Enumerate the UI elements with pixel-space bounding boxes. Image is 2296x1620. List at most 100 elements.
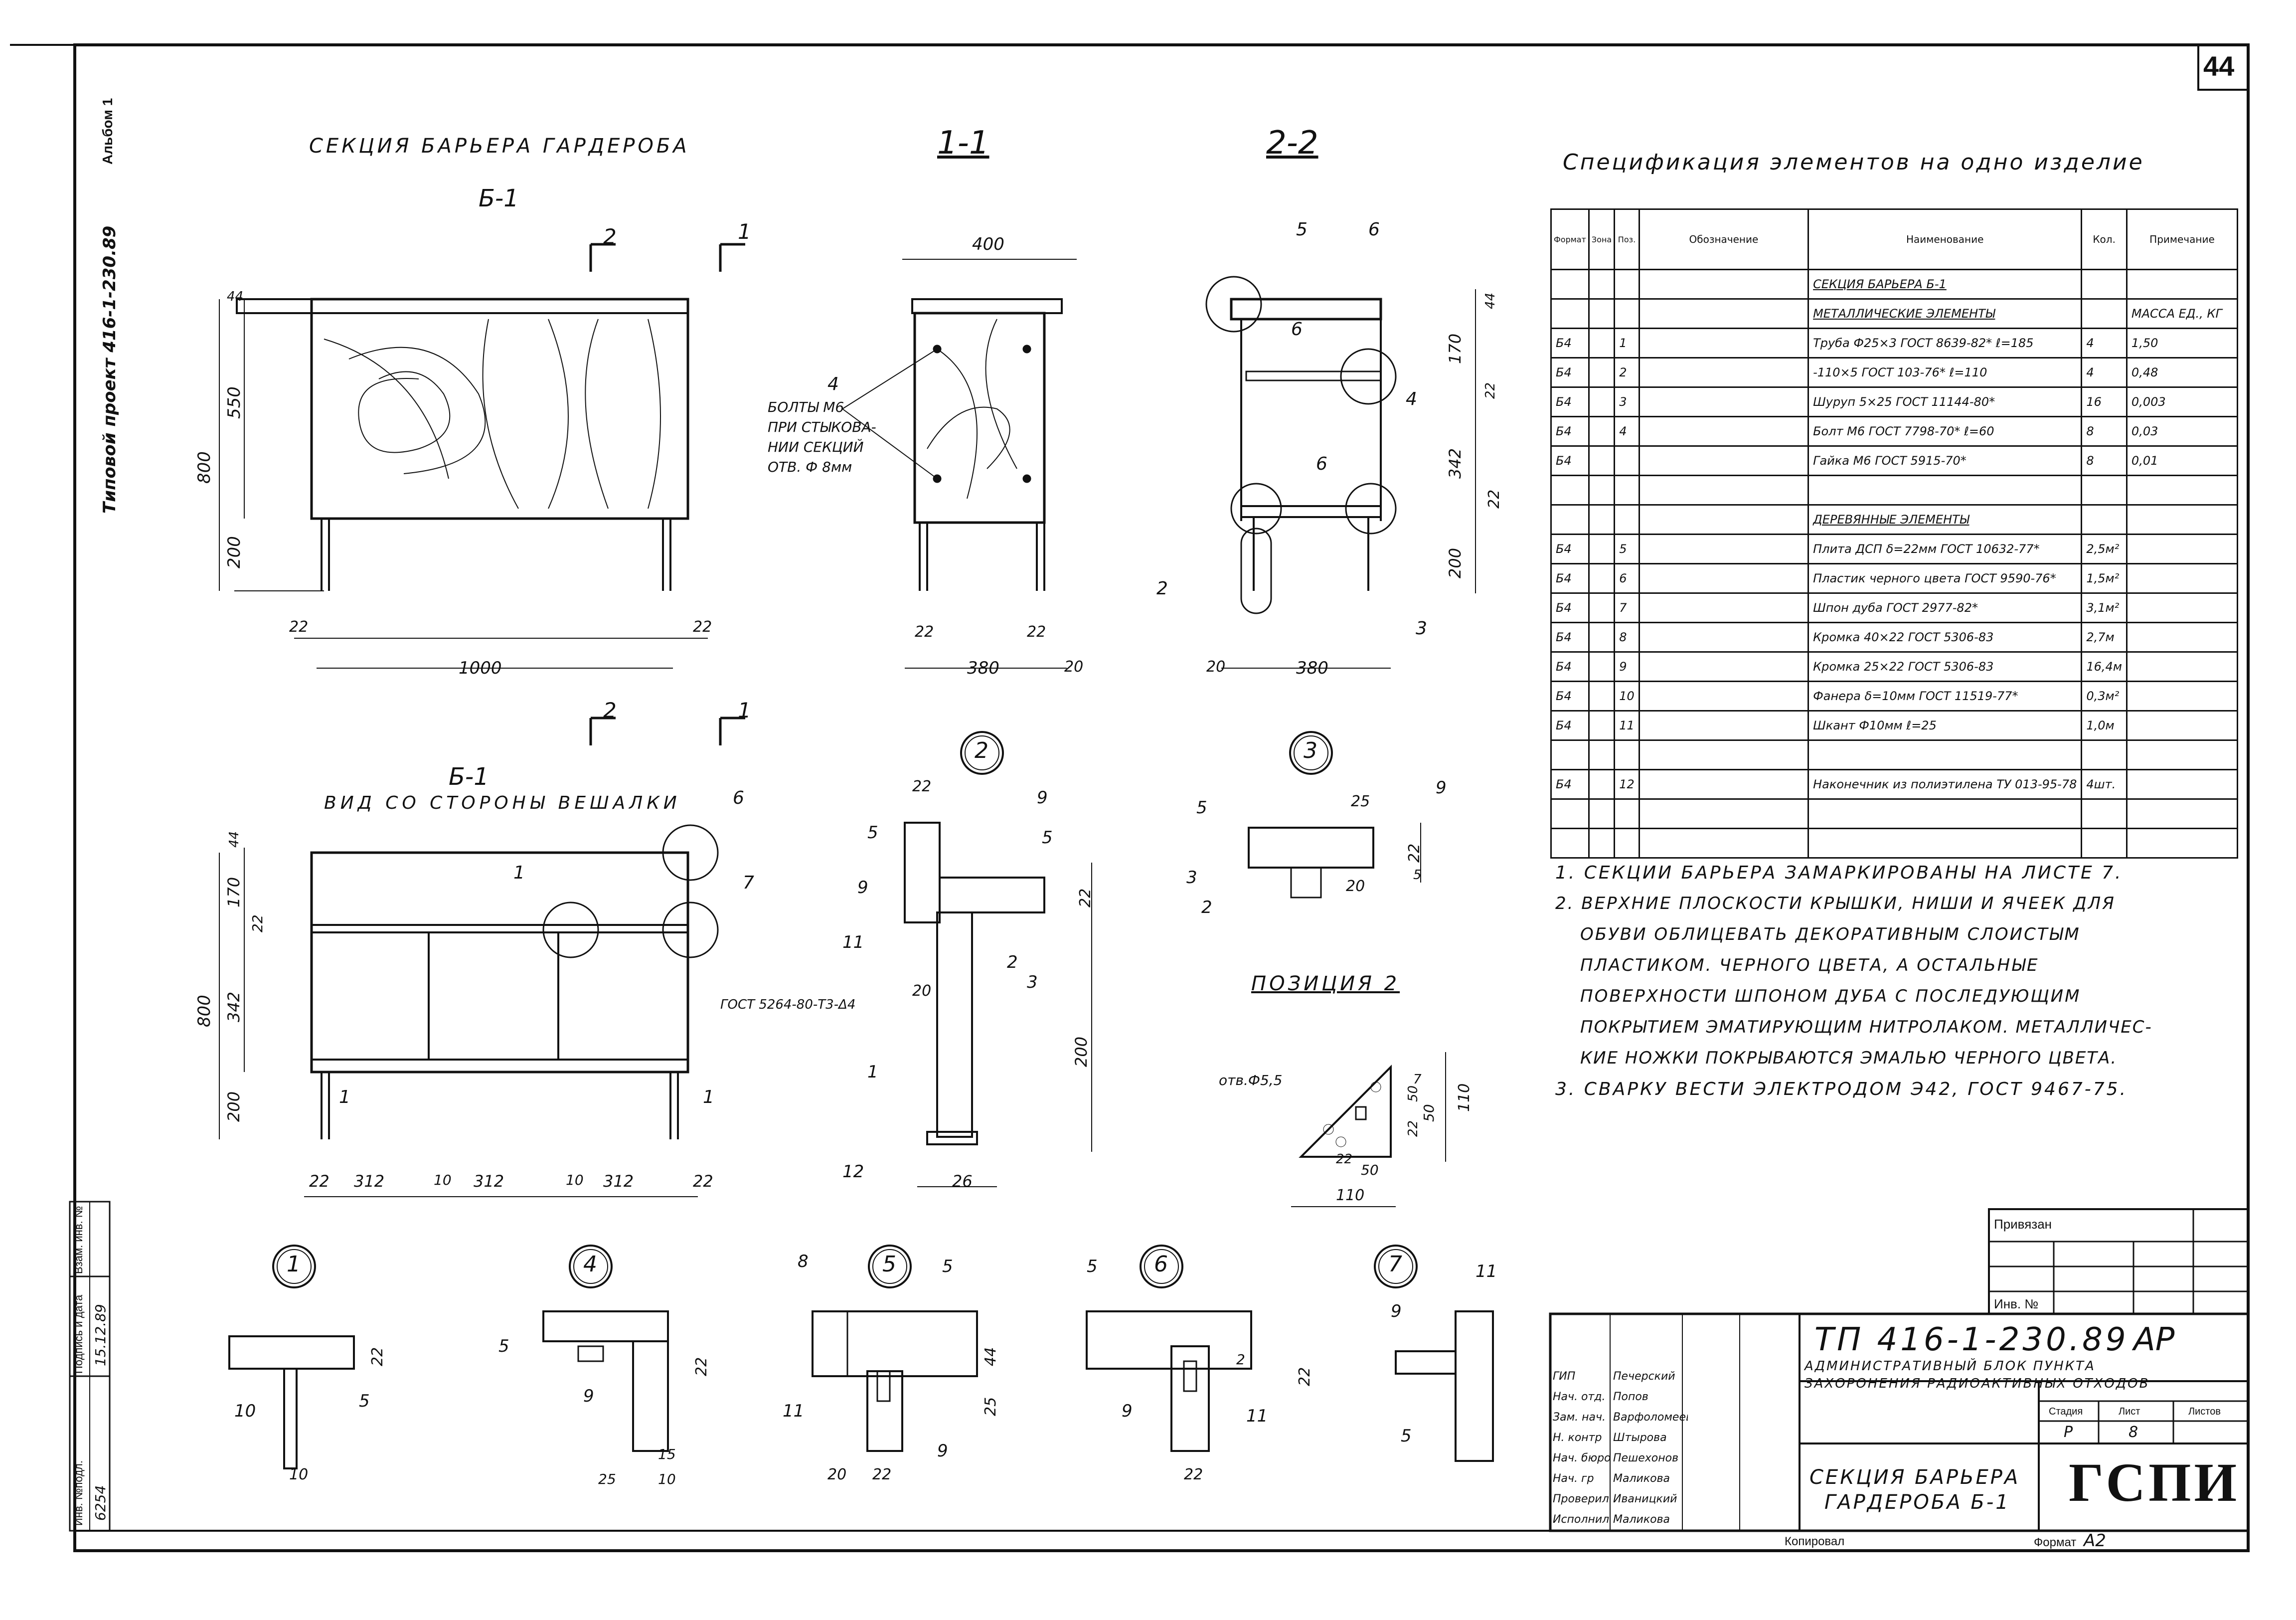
spec-cell-zone <box>1588 504 1616 535</box>
spec-cell-qty <box>2081 798 2128 829</box>
det5-a-dim: 44 <box>982 1347 999 1366</box>
marker-1-bottom: 1 <box>738 698 751 722</box>
det3-d-dim: 5 <box>1413 868 1422 883</box>
doc-mark: АР <box>2133 1321 2175 1358</box>
spec-cell-qty <box>2081 475 2128 506</box>
front-top-dim: 550 <box>224 386 244 419</box>
spec-cell-zone <box>1588 357 1616 388</box>
det3-callout-9: 9 <box>1436 778 1447 798</box>
marker-1-top: 1 <box>738 219 751 244</box>
spec-cell-pos: 11 <box>1614 710 1640 741</box>
det3-callout-5: 5 <box>1196 798 1207 818</box>
front-height-dim: 800 <box>194 451 214 484</box>
det6-b-dim: 2 <box>1236 1351 1245 1368</box>
spec-cell-designation <box>1638 739 1809 770</box>
det2-d-dim: 200 <box>1072 1036 1091 1067</box>
spec-cell-pos: 4 <box>1614 416 1640 447</box>
spec-cell-zone <box>1588 416 1616 447</box>
det1-callout-5: 5 <box>359 1391 370 1411</box>
spec-cell-name: Кромка 40×22 ГОСТ 5306-83 <box>1807 622 2083 653</box>
note-line: ПОКРЫТИЕМ ЭМАТИРУЮЩИМ НИТРОЛАКОМ. МЕТАЛЛ… <box>1580 1017 2152 1037</box>
detail-5 <box>812 1245 978 1452</box>
det2-callout-9: 9 <box>1037 788 1048 808</box>
spec-cell-pos: 3 <box>1614 386 1640 417</box>
spec-cell-note: 1,50 <box>2126 328 2239 359</box>
detail-2-number: 2 <box>975 738 988 763</box>
det3-callout-2: 2 <box>1201 898 1212 917</box>
spec-row: ДЕРЕВЯННЫЕ ЭЛЕМЕНТЫ <box>1550 504 2239 535</box>
spec-header-zone: Зона <box>1588 208 1616 270</box>
detail-7-number: 7 <box>1388 1252 1402 1277</box>
signer-name: Маликова <box>1613 1513 1670 1526</box>
spec-cell-format: Б4 <box>1550 416 1590 447</box>
spec-cell-note <box>2126 563 2239 594</box>
det5-callout-8: 8 <box>798 1252 809 1271</box>
side-callout-1b: 1 <box>339 1087 350 1107</box>
spec-row <box>1550 739 2239 770</box>
spec-cell-name <box>1807 828 2083 859</box>
vzam-label: Взам. инв. № <box>72 1206 85 1274</box>
side-s6-dim: 312 <box>603 1172 634 1191</box>
side-callout-1c: 1 <box>703 1087 714 1107</box>
side-height-dim: 800 <box>194 995 214 1027</box>
side-s5-dim: 10 <box>566 1172 584 1188</box>
sheets-label: Листов <box>2188 1406 2221 1417</box>
spec-cell-note <box>2126 739 2239 770</box>
title-block-lines <box>1549 1208 2250 1532</box>
org-logo: ГСПИ <box>2069 1452 2240 1513</box>
position-2 <box>1291 1052 1446 1207</box>
signer-role: Н. контр <box>1553 1432 1602 1444</box>
spec-cell-qty <box>2081 828 2128 859</box>
spec-cell-zone <box>1588 622 1616 653</box>
spec-cell-qty <box>2081 504 2128 535</box>
signer-role: Нач. отд. <box>1553 1391 1606 1403</box>
marker-2-bottom: 2 <box>603 698 617 722</box>
spec-cell-note <box>2126 798 2239 829</box>
section-2-2 <box>1205 276 1476 669</box>
object-line-2: ЗАХОРОНЕНИЯ РАДИОАКТИВНЫХ ОТХОДОВ <box>1804 1376 2150 1391</box>
det7-callout-11: 11 <box>1476 1261 1497 1281</box>
spec-cell-format <box>1550 828 1590 859</box>
spec-cell-qty: 2,7м <box>2081 622 2128 653</box>
spec-cell-name: Гайка М6 ГОСТ 5915-70* <box>1807 445 2083 476</box>
front-off2-dim: 22 <box>693 618 712 636</box>
spec-cell-qty: 8 <box>2081 445 2128 476</box>
sec22-callout-6b: 6 <box>1291 319 1303 340</box>
side-s3-dim: 10 <box>434 1172 452 1188</box>
sheet-label: Лист <box>2119 1406 2140 1417</box>
bolts-marker: 4 <box>827 374 839 394</box>
spec-cell-pos <box>1614 739 1640 770</box>
spec-cell-designation <box>1638 592 1809 623</box>
spec-cell-qty: 1,0м <box>2081 710 2128 741</box>
spec-cell-format: Б4 <box>1550 534 1590 564</box>
spec-cell-designation <box>1638 534 1809 564</box>
det2-callout-11: 11 <box>842 932 864 952</box>
spec-cell-note: 0,01 <box>2126 445 2239 476</box>
spec-cell-qty <box>2081 269 2128 300</box>
spec-cell-name: Кромка 25×22 ГОСТ 5306-83 <box>1807 651 2083 682</box>
spec-cell-note <box>2126 651 2239 682</box>
spec-cell-pos: 1 <box>1614 328 1640 359</box>
spec-cell-pos <box>1614 475 1640 506</box>
det1-callout-10: 10 <box>234 1401 256 1421</box>
spec-cell-format: Б4 <box>1550 592 1590 623</box>
spec-cell-note: МАССА ЕД., КГ <box>2126 298 2239 329</box>
spec-cell-format: Б4 <box>1550 651 1590 682</box>
spec-cell-qty: 0,3м² <box>2081 681 2128 712</box>
section-1-1-title: 1-1 <box>937 125 989 162</box>
pos2-d-dim: 50 <box>1421 1104 1437 1122</box>
sheet-frame <box>73 43 2250 1552</box>
spec-cell-name: МЕТАЛЛИЧЕСКИЕ ЭЛЕМЕНТЫ <box>1807 298 2083 329</box>
spec-cell-pos <box>1614 828 1640 859</box>
det6-a-dim: 22 <box>1184 1466 1203 1483</box>
side-s7-dim: 22 <box>693 1172 713 1191</box>
spec-cell-designation <box>1638 563 1809 594</box>
spec-cell-pos: 9 <box>1614 651 1640 682</box>
spec-cell-zone <box>1588 710 1616 741</box>
spec-cell-note <box>2126 504 2239 535</box>
